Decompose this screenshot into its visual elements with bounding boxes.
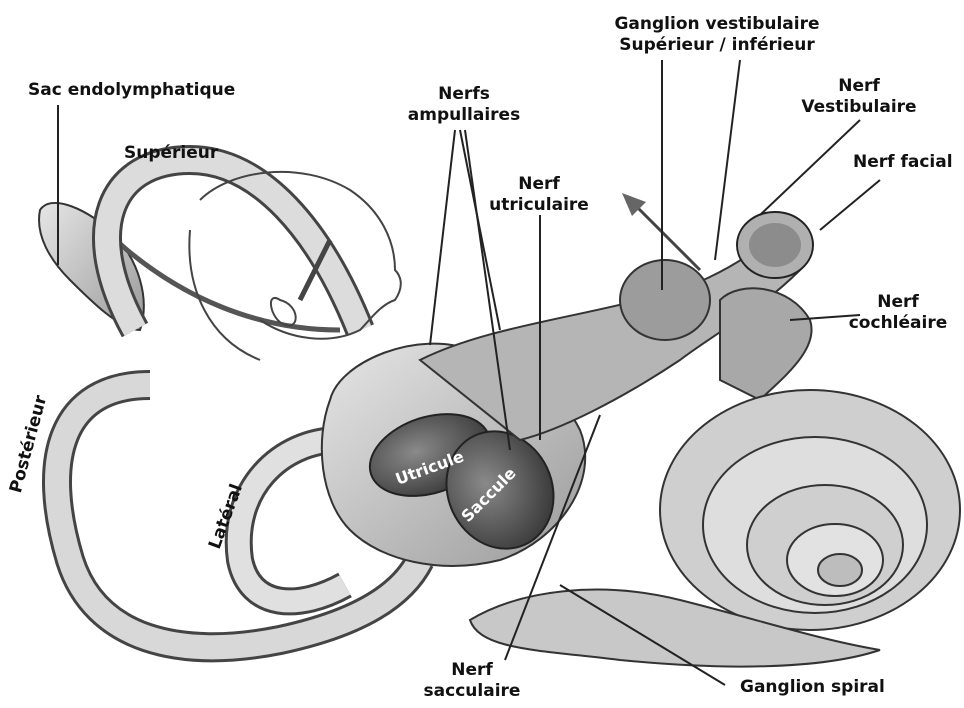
label-nerf-vestibulaire-line1: Nerf [793,76,925,97]
cochlear-nerve-shape [720,288,812,400]
label-nerf-vestibulaire-line2: Vestibulaire [793,97,925,118]
label-nerf-facial: Nerf facial [853,152,953,173]
label-ganglion-spiral: Ganglion spiral [740,677,885,698]
label-nerf-cochleaire-line1: Nerf [848,292,948,313]
label-nerf-vestibulaire: Nerf Vestibulaire [793,76,925,118]
label-nerfs-ampullaires-line1: Nerfs [392,84,536,105]
label-nerf-cochleaire: Nerf cochléaire [848,292,948,334]
label-superieur: Supérieur [124,143,218,164]
label-nerfs-ampullaires: Nerfs ampullaires [392,84,536,126]
label-nerf-sacculaire-line2: sacculaire [412,681,532,702]
label-sac-endolymphatique: Sac endolymphatique [28,80,235,101]
label-ganglion-vestibulaire-line1: Ganglion vestibulaire [592,14,842,35]
label-nerf-sacculaire: Nerf sacculaire [412,660,532,702]
label-nerf-utriculaire-line1: Nerf [478,174,600,195]
label-nerf-cochleaire-line2: cochléaire [848,313,948,334]
label-ganglion-vestibulaire-line2: Supérieur / inférieur [592,35,842,56]
label-nerf-utriculaire: Nerf utriculaire [478,174,600,216]
label-ganglion-vestibulaire: Ganglion vestibulaire Supérieur / inféri… [592,14,842,56]
label-nerfs-ampullaires-line2: ampullaires [392,105,536,126]
vestibular-ganglion-shape [620,260,710,340]
label-nerf-utriculaire-line2: utriculaire [478,195,600,216]
label-nerf-sacculaire-line1: Nerf [412,660,532,681]
cochlea-shape [660,390,960,630]
